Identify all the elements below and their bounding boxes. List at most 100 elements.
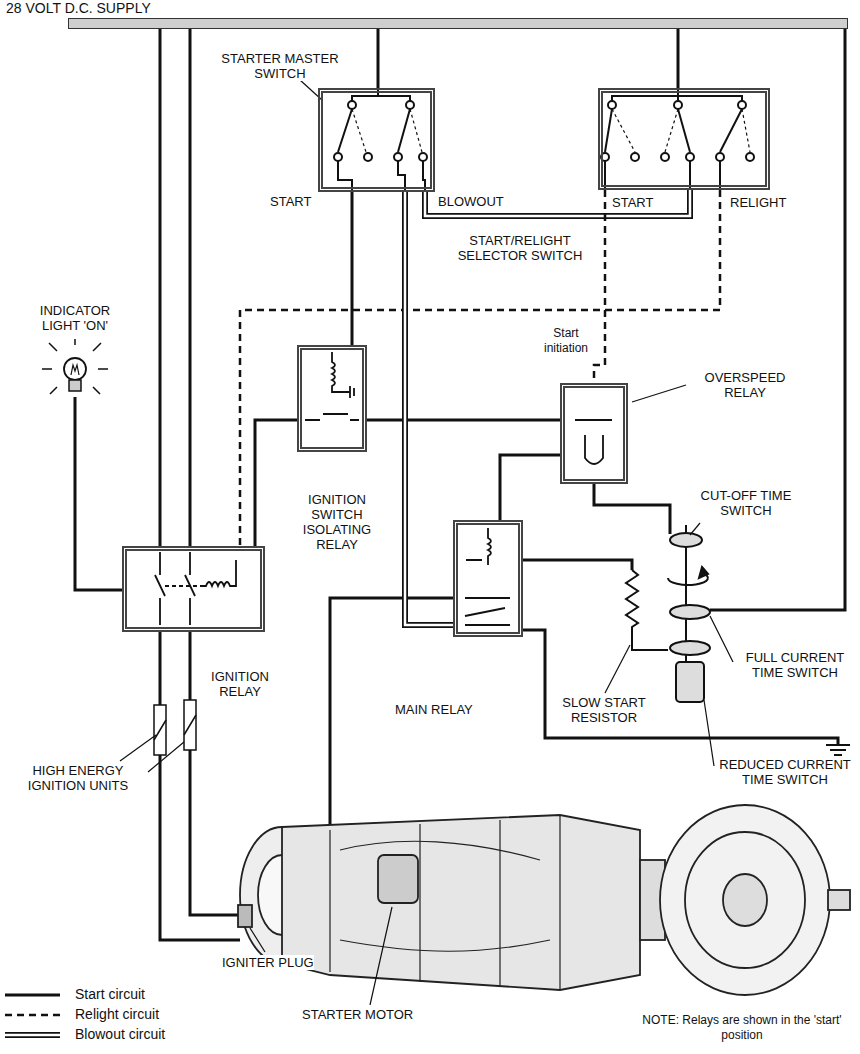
switch-contacts <box>419 153 427 161</box>
label-holder: START <box>612 195 653 210</box>
circuit-wire <box>160 29 161 546</box>
switch-contacts <box>334 88 754 192</box>
wire <box>523 560 632 570</box>
wire <box>632 642 668 650</box>
label-holder: STARTER MASTER SWITCH <box>215 51 345 81</box>
label-holder: 28 VOLT D.C. SUPPLY <box>6 1 151 16</box>
relay-box: IGNITION RELAY <box>122 546 265 632</box>
component-label: STARTER MASTER SWITCH <box>221 51 338 81</box>
leader-line <box>120 735 156 761</box>
time-switch <box>699 567 708 578</box>
engine-illustration <box>660 805 830 995</box>
wire-core <box>405 192 453 625</box>
component-label: OVERSPEED RELAY <box>705 370 786 400</box>
circuit-wire <box>500 455 560 520</box>
leader-line <box>120 80 733 1005</box>
wire-solid <box>677 29 680 88</box>
wire-solid <box>351 192 354 345</box>
switch-contacts <box>352 109 422 152</box>
relay-internals <box>165 585 200 587</box>
wire-core <box>425 190 690 216</box>
wire-solid <box>189 29 192 546</box>
label-holder: IGNITION RELAY <box>205 669 275 699</box>
wire-solid <box>255 420 297 546</box>
switch-contacts <box>605 109 742 152</box>
part-label: REDUCED CURRENT TIME SWITCH <box>719 757 850 787</box>
label-holder: IGNITION SWITCH ISOLATING RELAY <box>297 492 377 552</box>
indicator-lamp: INDICATOR LIGHT 'ON' <box>62 355 88 397</box>
component-label: 28 VOLT D.C. SUPPLY <box>6 0 151 16</box>
wire-outline <box>425 190 690 216</box>
resistor-symbol <box>626 570 638 642</box>
circuit-wire <box>378 29 379 88</box>
leader-line <box>148 742 184 772</box>
label-holder: REDUCED CURRENT TIME SWITCH <box>716 757 854 787</box>
relay-box: MAIN RELAY <box>453 520 523 637</box>
legend-text: Blowout circuit <box>75 1026 165 1042</box>
engine-illustration <box>828 890 850 910</box>
part-label: FULL CURRENT TIME SWITCH <box>746 650 844 680</box>
circuit-wire <box>367 420 560 421</box>
switch-box: START/RELIGHT SELECTOR SWITCH <box>598 88 770 190</box>
switch-contacts <box>674 101 682 109</box>
switch-contacts <box>716 153 724 161</box>
switch-contacts <box>394 153 402 161</box>
legend-text: Start circuit <box>75 986 145 1002</box>
label-holder: STARTER MOTOR <box>302 1007 413 1022</box>
wire-solid <box>159 29 162 546</box>
resistor-symbol <box>626 570 638 642</box>
circuit-wire <box>425 190 690 216</box>
relay-internals <box>305 414 359 420</box>
label-holder: CUT-OFF TIME SWITCH <box>700 488 792 518</box>
switch-contacts <box>746 153 754 161</box>
component-label: IGNITION SWITCH ISOLATING RELAY <box>303 492 371 552</box>
part-label: BLOWOUT <box>438 194 504 209</box>
wire-solid <box>75 397 122 590</box>
part-label: START <box>270 194 311 209</box>
circuit-wire <box>678 29 679 88</box>
switch-contacts <box>364 153 372 161</box>
engine-illustration <box>723 874 767 926</box>
component-label: IGNITION RELAY <box>211 669 269 699</box>
wire <box>710 29 845 610</box>
label-holder: START/RELIGHT SELECTOR SWITCH <box>445 233 595 263</box>
lamp-symbol <box>62 355 88 397</box>
wire <box>523 630 838 745</box>
engine-illustration <box>340 841 550 951</box>
switch-contacts <box>661 153 669 161</box>
switch-contacts <box>348 101 356 109</box>
legend-sample <box>5 1014 60 1017</box>
relay-box: OVERSPEED RELAY <box>560 383 628 484</box>
label-holder: RELIGHT <box>730 195 786 210</box>
relay-internals <box>155 552 195 625</box>
label-holder: BLOWOUT <box>438 194 504 209</box>
circuit-wire <box>352 192 353 345</box>
switch-contacts <box>738 101 746 109</box>
time-switch <box>668 525 710 702</box>
part-label: IGNITER PLUG <box>222 955 314 970</box>
switch-contacts <box>608 101 616 109</box>
leader-line <box>690 523 700 535</box>
leader-line <box>250 928 265 952</box>
part-label: STARTER MOTOR <box>302 1007 413 1022</box>
part-label: NOTE: Relays are shown in the 'start' po… <box>642 1013 841 1042</box>
lamp-base <box>69 380 81 391</box>
switch-contacts <box>686 153 694 161</box>
label-holder: FULL CURRENT TIME SWITCH <box>735 650 855 680</box>
label-holder: OVERSPEED RELAY <box>693 370 797 400</box>
wire <box>594 484 670 534</box>
lamp-glass <box>64 358 86 380</box>
engine-illustration <box>282 815 640 990</box>
component-label: MAIN RELAY <box>395 702 473 717</box>
ground-symbol <box>826 745 850 755</box>
switch-contacts <box>334 153 342 161</box>
legend-sample <box>5 994 60 997</box>
lamp-filament <box>71 365 79 375</box>
part-label: HIGH ENERGY IGNITION UNITS <box>28 763 128 793</box>
engine-illustration <box>238 905 252 927</box>
part-label: RELIGHT <box>730 195 786 210</box>
leader-line <box>710 616 733 662</box>
ignition-unit <box>154 715 196 740</box>
relay-internals <box>200 560 236 586</box>
